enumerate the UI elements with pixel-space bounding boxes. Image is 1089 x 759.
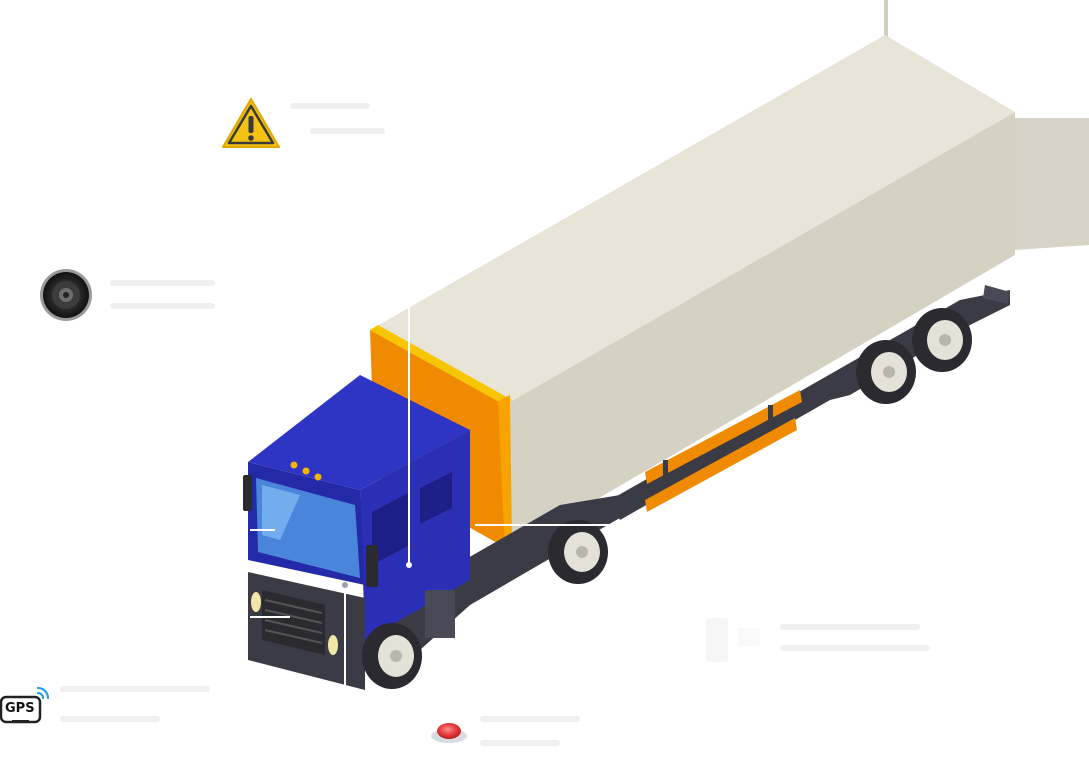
roof-light-2	[302, 467, 310, 475]
warning-triangle-icon	[222, 98, 280, 148]
front-wheel	[362, 623, 422, 689]
trailer-chassis	[610, 290, 1010, 520]
gps-icon: GPS	[0, 686, 50, 724]
cab-steps	[425, 590, 455, 638]
rear-wheel-1	[912, 308, 972, 372]
rear-wheel-2	[856, 340, 916, 404]
cargo-box-front-edge	[370, 325, 512, 405]
side-window-rear	[420, 472, 452, 524]
faint-label-lines	[60, 103, 930, 746]
right-mirror	[366, 545, 378, 587]
grille	[262, 590, 325, 655]
callout-lines	[250, 300, 716, 688]
cargo-rear-panel	[1015, 118, 1089, 250]
side-guard-bar-bottom	[645, 418, 797, 512]
drive-wheel	[548, 520, 608, 584]
cargo-box-side	[505, 112, 1015, 550]
camera-dot-front	[342, 582, 348, 588]
side-guard-bar-top	[645, 390, 802, 484]
rear-bumper	[983, 285, 1010, 304]
left-headlight	[251, 592, 261, 612]
cargo-box-front-side-strip	[498, 395, 512, 550]
cargo-box-top	[370, 35, 1015, 405]
alarm-button-icon	[431, 723, 467, 743]
left-mirror	[243, 475, 252, 511]
right-headlight	[328, 635, 338, 655]
windshield-reflection	[262, 485, 300, 540]
grille-slats	[264, 599, 323, 644]
speaker-icon	[40, 269, 92, 321]
gps-label: GPS	[5, 701, 35, 716]
cab-roof	[248, 375, 470, 490]
sensor-icon	[706, 618, 760, 662]
guard-bracket-1	[663, 460, 668, 482]
roof-light-3	[314, 473, 322, 481]
roof-light-1	[290, 461, 298, 469]
camera-dot-cab	[406, 562, 412, 568]
antenna-pole	[884, 0, 888, 40]
guard-bracket-2	[768, 405, 773, 427]
side-window	[372, 492, 410, 565]
